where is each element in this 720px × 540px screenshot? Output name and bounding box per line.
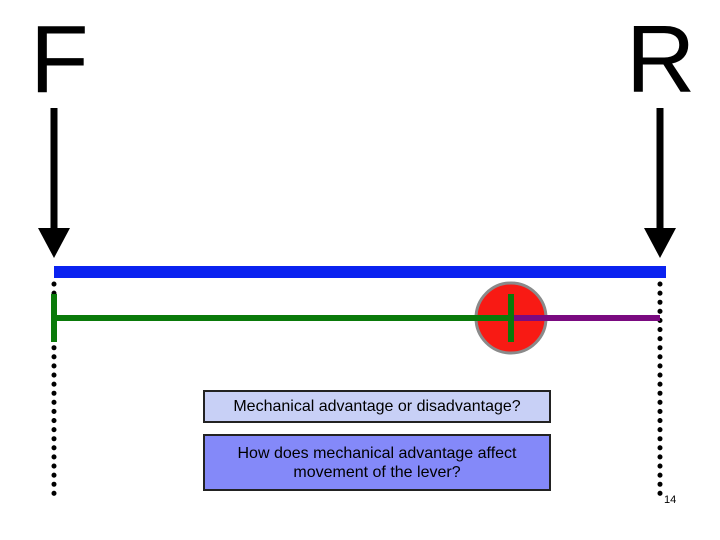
question-box-movement: How does mechanical advantage affect mov…: [203, 434, 551, 491]
force-label: F: [30, 6, 89, 113]
lever-bar: [54, 266, 666, 278]
effort-arm: [51, 294, 514, 342]
question-text: Mechanical advantage or disadvantage?: [233, 398, 521, 415]
resistance-arrow: [644, 108, 676, 258]
resistance-label: R: [626, 6, 696, 113]
force-arrow: [38, 108, 70, 258]
question-box-advantage: Mechanical advantage or disadvantage?: [203, 390, 551, 423]
question-text: How does mechanical advantage affect mov…: [237, 444, 517, 481]
page-number: 14: [664, 494, 677, 506]
